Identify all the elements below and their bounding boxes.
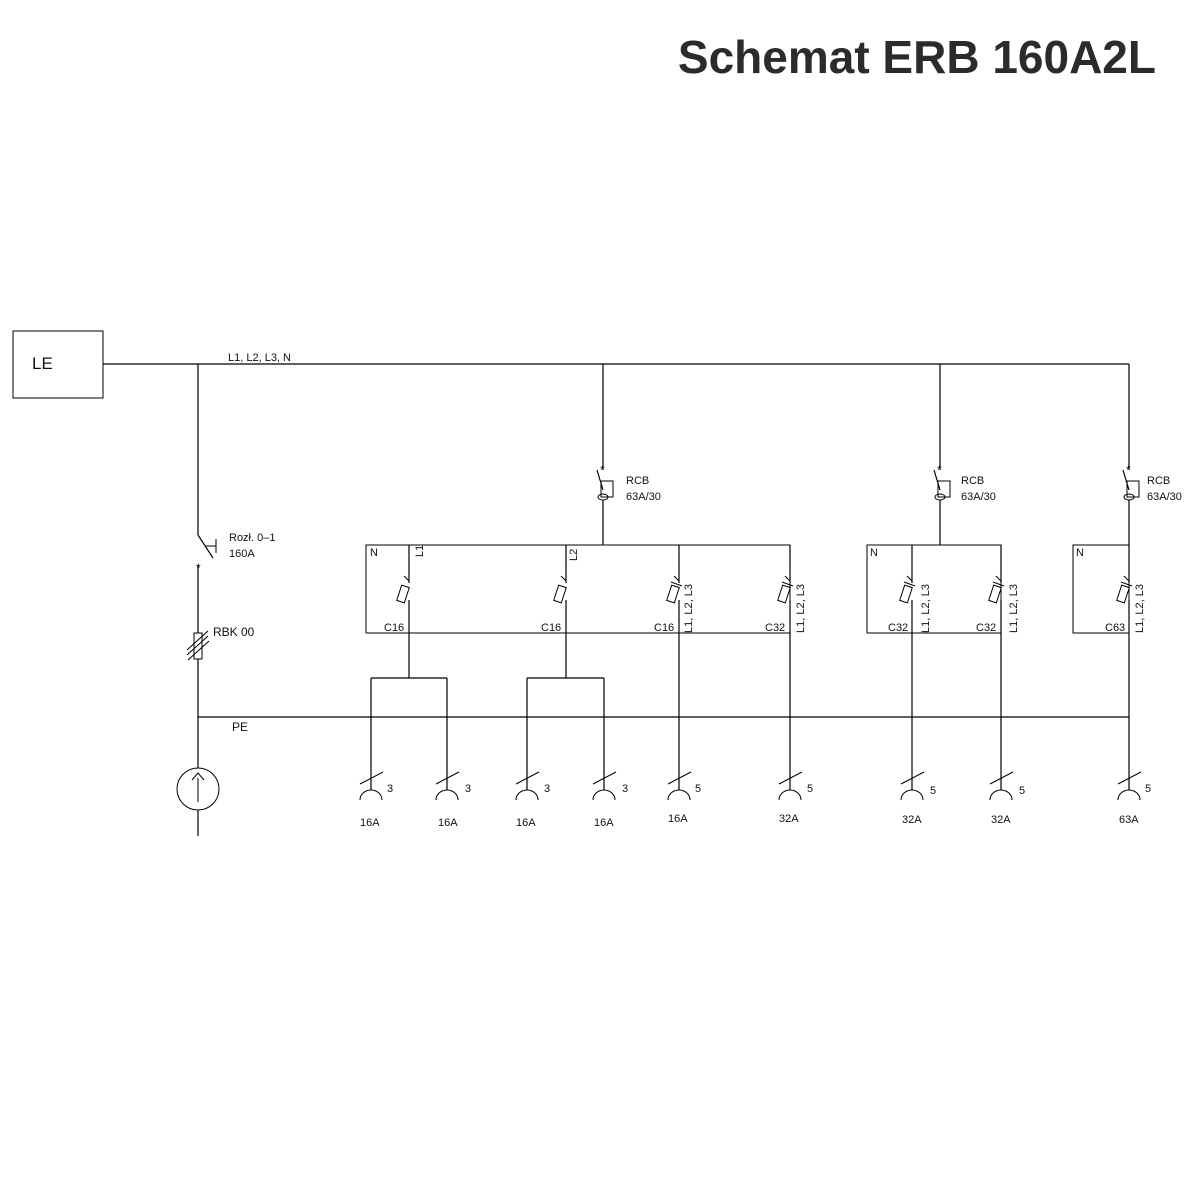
socket-6-poles: 5: [807, 783, 813, 795]
socket-3-rating: 16A: [516, 817, 536, 829]
rcb-1-name: RCB: [626, 475, 649, 487]
socket-2-rating: 16A: [438, 817, 458, 829]
rcb-3-name: RCB: [1147, 475, 1170, 487]
socket-4-poles: 3: [622, 783, 628, 795]
socket-9-rating: 63A: [1119, 814, 1139, 826]
socket-4-rating: 16A: [594, 817, 614, 829]
rcb-3-symbol: *: [1122, 364, 1140, 545]
breaker-3-symbol: [666, 545, 683, 768]
phase-label-l1: L1: [414, 545, 426, 557]
breaker-6-label: C32: [976, 622, 996, 634]
rcb-1-rating: 63A/30: [626, 491, 661, 503]
rcb-2-rating: 63A/30: [961, 491, 996, 503]
socket-5-poles: 5: [695, 783, 701, 795]
breaker-7-label: C63: [1105, 622, 1125, 634]
socket-5-symbol: [667, 768, 692, 801]
three-phase-label-4: L1, L2, L3: [1008, 584, 1020, 633]
socket-7-poles: 5: [930, 785, 936, 797]
breaker-1-label: C16: [384, 622, 404, 634]
socket-7-symbol: [900, 768, 925, 801]
phase-label-l2: L2: [568, 549, 580, 561]
pe-label: PE: [232, 720, 248, 734]
socket-8-poles: 5: [1019, 785, 1025, 797]
source-box: [12, 330, 104, 399]
bus-label: L1, L2, L3, N: [228, 352, 291, 364]
three-phase-label-2: L1, L2, L3: [795, 584, 807, 633]
breaker-4-symbol: [777, 545, 794, 768]
socket-5-rating: 16A: [668, 813, 688, 825]
source-box-label: LE: [32, 354, 53, 373]
socket-6-rating: 32A: [779, 813, 799, 825]
breaker-2-label: C16: [541, 622, 561, 634]
socket-3-poles: 3: [544, 783, 550, 795]
distribution-box-2: [866, 544, 1002, 634]
rcb-1-symbol: *: [596, 364, 614, 545]
svg-text:*: *: [937, 463, 942, 477]
breaker-5-symbol: [899, 545, 916, 768]
main-switch-rating: 160A: [229, 548, 255, 560]
breaker-6-symbol: [988, 545, 1005, 768]
socket-8-symbol: [989, 768, 1014, 801]
socket-9-symbol: [1117, 768, 1142, 801]
socket-1-symbol: [359, 768, 384, 801]
main-switch-name: Rozł. 0–1: [229, 532, 275, 544]
split-frame-1: [370, 677, 448, 768]
socket-4-symbol: [592, 768, 617, 801]
three-phase-label-3: L1, L2, L3: [920, 584, 932, 633]
socket-1-rating: 16A: [360, 817, 380, 829]
three-phase-label-1: L1, L2, L3: [683, 584, 695, 633]
breaker-3-label: C16: [654, 622, 674, 634]
socket-6-symbol: [778, 768, 803, 801]
socket-2-symbol: [435, 768, 460, 801]
three-phase-label-5: L1, L2, L3: [1134, 584, 1146, 633]
socket-8-rating: 32A: [991, 814, 1011, 826]
breaker-1-symbol: [396, 545, 410, 678]
svg-text:*: *: [1126, 463, 1131, 477]
breaker-4-label: C32: [765, 622, 785, 634]
split-frame-2: [526, 677, 605, 768]
fuse-base-label: RBK 00: [213, 625, 255, 639]
rcb-3-rating: 63A/30: [1147, 491, 1182, 503]
socket-2-poles: 3: [465, 783, 471, 795]
neutral-label-box-3: N: [1076, 547, 1084, 559]
neutral-label-box-2: N: [870, 547, 878, 559]
socket-3-symbol: [515, 768, 540, 801]
breaker-2-symbol: [553, 545, 567, 678]
page-title: Schemat ERB 160A2L: [677, 31, 1156, 83]
rcb-2-name: RCB: [961, 475, 984, 487]
neutral-label-box-1: N: [370, 547, 378, 559]
socket-1-poles: 3: [387, 783, 393, 795]
svg-text:*: *: [600, 463, 605, 477]
socket-9-poles: 5: [1145, 783, 1151, 795]
rcb-2-symbol: *: [933, 364, 951, 545]
socket-7-rating: 32A: [902, 814, 922, 826]
breaker-7-symbol: [1116, 545, 1133, 768]
incoming-feeder: *: [176, 364, 220, 836]
breaker-5-label: C32: [888, 622, 908, 634]
